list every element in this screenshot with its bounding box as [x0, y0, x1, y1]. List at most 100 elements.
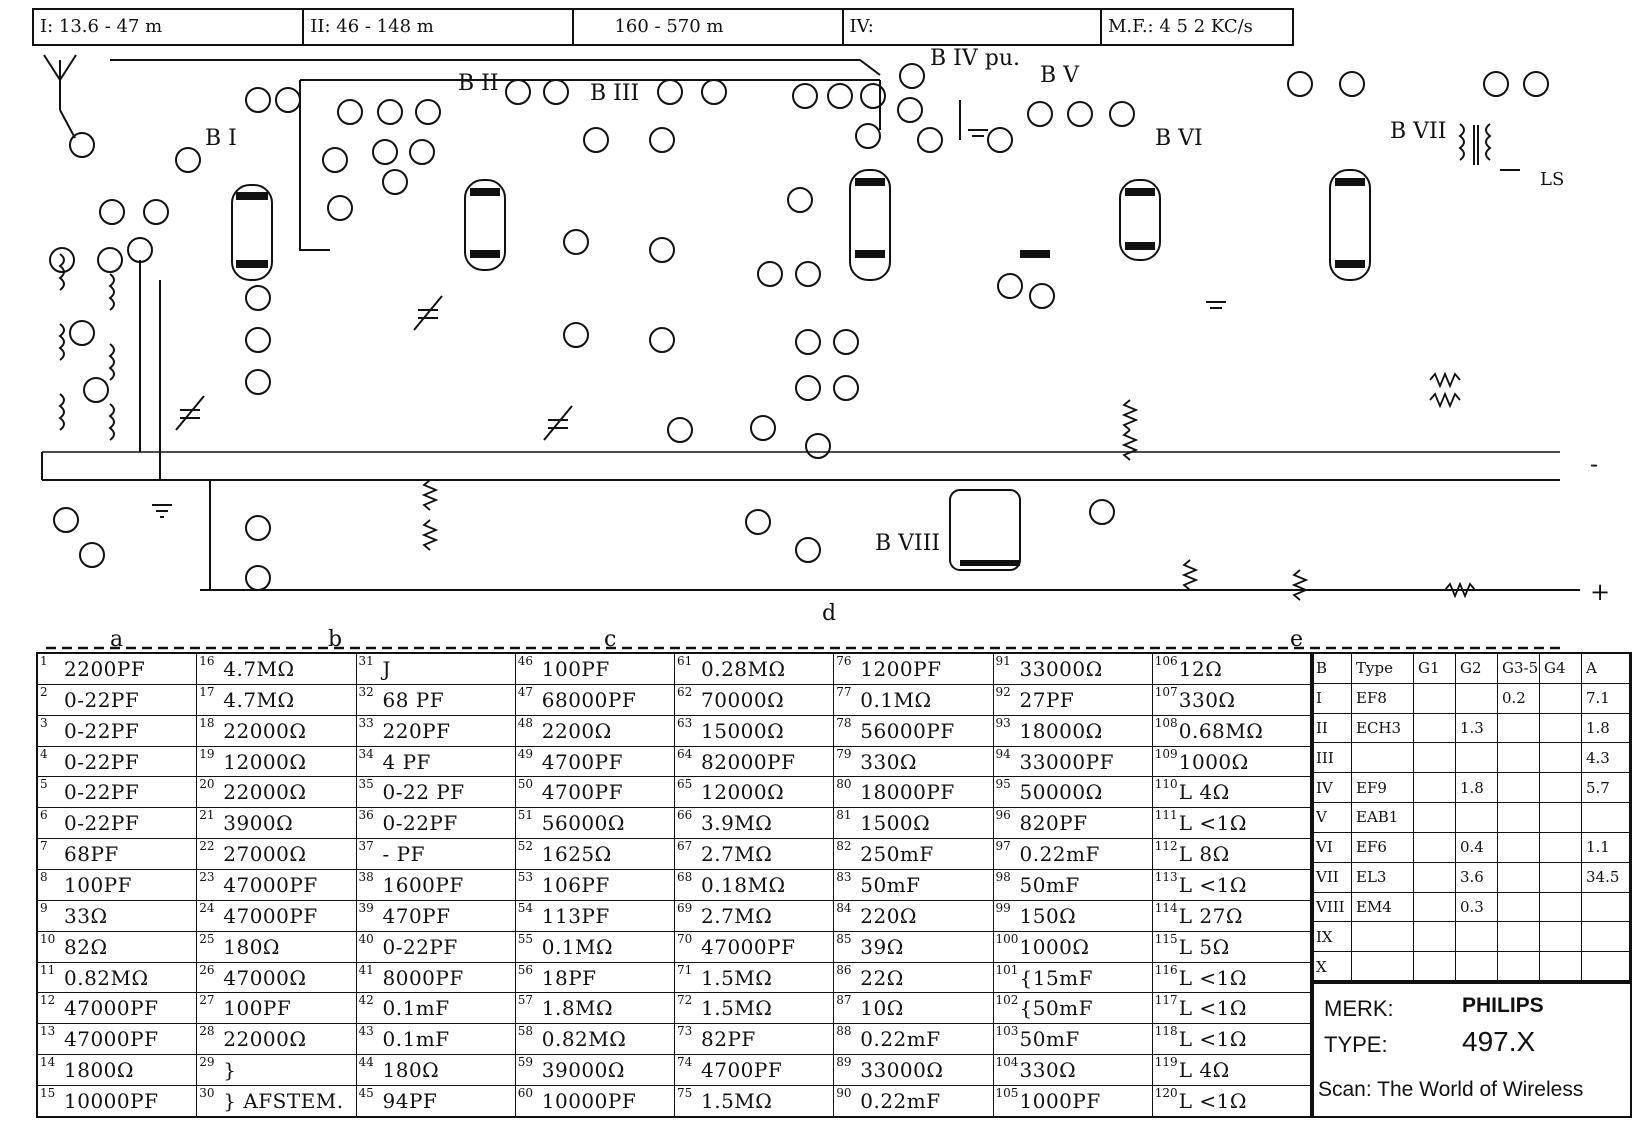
part-value: 180Ω — [223, 934, 281, 959]
part-number: 104 — [995, 1055, 1019, 1070]
part-number: 96 — [995, 808, 1011, 823]
part-number: 89 — [836, 1055, 852, 1070]
tube-table-cell — [1498, 862, 1540, 893]
part-number: 119 — [1154, 1055, 1178, 1070]
part-value: 68PF — [64, 842, 119, 867]
part-number: 23 — [199, 870, 215, 885]
part-number: 108 — [1154, 715, 1178, 730]
supply-plus-label: + — [1590, 578, 1610, 606]
part-number: 24 — [199, 900, 215, 915]
tube-table-cell: IV — [1312, 773, 1352, 804]
part-number: 60 — [517, 1086, 534, 1101]
part-row: 101{15mF — [993, 963, 1152, 994]
part-number: 48 — [517, 715, 534, 730]
tube-table-cell — [1582, 892, 1630, 923]
part-number: 72 — [677, 993, 693, 1008]
part-number: 3 — [40, 715, 48, 730]
tube-table-cell — [1414, 803, 1456, 833]
part-value: 0-22PF — [382, 811, 458, 836]
part-value: 10000PF — [64, 1088, 159, 1113]
ground-icon — [152, 129, 1226, 518]
resistors — [421, 371, 1476, 601]
part-value: 47000PF — [64, 996, 159, 1021]
part-value: 56000PF — [860, 718, 955, 743]
part-value: 106PF — [541, 872, 610, 897]
part-number: 67 — [677, 839, 693, 854]
part-value: 1000Ω — [1178, 749, 1249, 774]
tube-table-cell — [1540, 832, 1582, 863]
part-number: 58 — [517, 1024, 534, 1039]
part-value: 39000Ω — [541, 1058, 625, 1083]
part-number: 92 — [995, 684, 1011, 699]
part-number: 74 — [677, 1055, 693, 1070]
part-value: 18PF — [541, 965, 597, 990]
part-number: 54 — [517, 900, 534, 915]
part-value: 47000PF — [64, 1027, 159, 1052]
part-number: 73 — [677, 1024, 693, 1039]
tube-table-cell: 1.8 — [1456, 773, 1498, 804]
tube-table-cell: VII — [1312, 862, 1352, 893]
part-value: 0.1MΩ — [541, 934, 614, 959]
part-number: 91 — [995, 654, 1011, 668]
part-number: 113 — [1154, 870, 1178, 885]
tube-table-cell — [1414, 832, 1456, 863]
part-value: L <1Ω — [1178, 1088, 1247, 1113]
tube-table-cell: IX — [1312, 922, 1352, 953]
part-number: 75 — [677, 1086, 693, 1101]
part-row: 102{50mF — [993, 993, 1152, 1025]
tube-table-cell: VIII — [1312, 892, 1352, 923]
tube-table-cell — [1498, 952, 1540, 982]
part-number: 109 — [1154, 746, 1178, 761]
tube-label-b3: B III — [590, 81, 639, 106]
scan-credit: Scan: The World of Wireless — [1318, 1078, 1584, 1101]
part-value: 33000Ω — [860, 1058, 944, 1083]
part-value: 0.82MΩ — [541, 1027, 627, 1052]
part-number: 57 — [517, 993, 534, 1008]
part-value: 0.1MΩ — [860, 687, 932, 712]
part-value: L 4Ω — [1178, 1058, 1230, 1083]
part-number: 83 — [836, 870, 852, 885]
part-value: 0.1mF — [382, 1027, 450, 1052]
tube-table-cell: 5.7 — [1582, 773, 1630, 804]
part-number: 12 — [40, 993, 56, 1008]
part-value: 0.68MΩ — [1178, 718, 1264, 743]
tube-table-cell: 7.1 — [1582, 683, 1630, 714]
part-number: 29 — [199, 1055, 215, 1070]
part-value: 3900Ω — [223, 811, 294, 836]
part-value: - PF — [382, 842, 425, 867]
part-value: 33000PF — [1019, 749, 1114, 774]
section-label-b: b — [328, 627, 342, 650]
part-number: 81 — [836, 808, 852, 823]
part-number: 34 — [358, 746, 374, 761]
part-number: 45 — [358, 1086, 374, 1101]
part-number: 55 — [517, 931, 534, 946]
tube-table-cell — [1414, 862, 1456, 893]
part-value: 180Ω — [382, 1058, 440, 1083]
part-value: 113PF — [541, 903, 610, 928]
part-number: 43 — [358, 1024, 374, 1039]
